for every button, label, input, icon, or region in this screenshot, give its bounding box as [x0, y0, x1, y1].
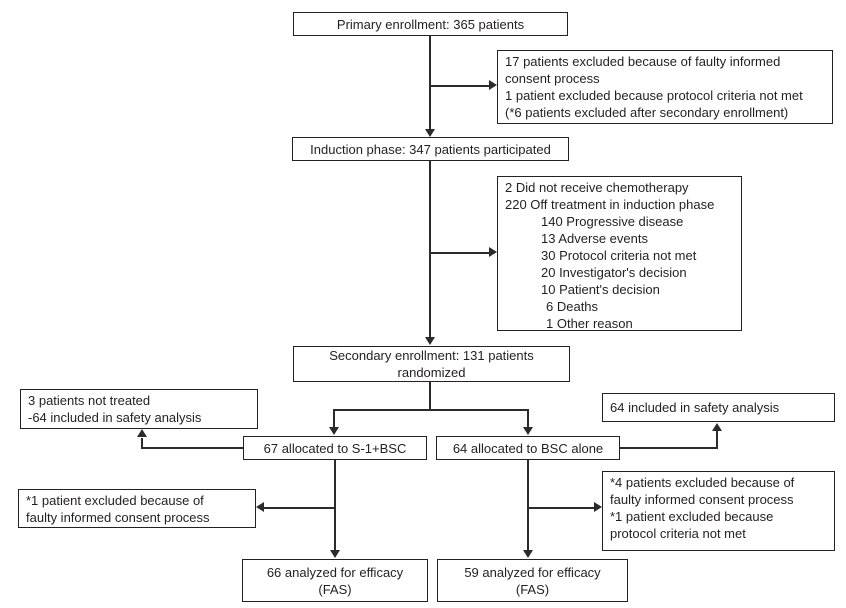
box-induction-exclusions: 2 Did not receive chemotherapy 220 Off t…	[497, 176, 742, 331]
induction-exclusions-line: 20 Investigator's decision	[541, 265, 687, 280]
s1bsc-safety-line: -64 included in safety analysis	[28, 410, 202, 425]
connector-induction-exclusions	[430, 252, 489, 254]
bsc-exclusions-line: *4 patients excluded because of	[610, 475, 795, 490]
box-primary-exclusions: 17 patients excluded because of faulty i…	[497, 50, 833, 124]
secondary-enrollment-line: Secondary enrollment: 131 patients	[329, 348, 534, 363]
arrow-right-icon	[594, 502, 602, 512]
connector-s1bsc-exclusions	[264, 507, 335, 509]
connector-primary-exclusions	[430, 85, 489, 87]
induction-exclusions-line: 6 Deaths	[546, 299, 599, 314]
arrow-down-icon	[329, 427, 339, 435]
box-s1bsc-exclusions: *1 patient excluded because of faulty in…	[18, 489, 256, 528]
connector-s1bsc-to-efficacy	[334, 460, 336, 551]
box-bsc-safety-note: 64 included in safety analysis	[602, 393, 835, 422]
allocation-bsc-text: 64 allocated to BSC alone	[452, 440, 604, 456]
arrow-up-icon	[137, 429, 147, 437]
induction-exclusions-line: 140 Progressive disease	[541, 214, 684, 229]
box-allocation-s1bsc: 67 allocated to S-1+BSC	[243, 436, 427, 460]
connector-randomization-split	[333, 409, 529, 411]
induction-exclusions-line: 2 Did not receive chemotherapy	[505, 180, 689, 195]
induction-exclusions-line: 30 Protocol criteria not met	[541, 248, 697, 263]
induction-exclusions-line: 1 Other reason	[546, 316, 633, 331]
arrow-down-icon	[425, 129, 435, 137]
connector-secondary-stem	[429, 382, 431, 410]
connector-primary-to-induction	[429, 36, 431, 130]
connector-induction-to-secondary	[429, 161, 431, 338]
bsc-efficacy-line: (FAS)	[515, 581, 550, 597]
secondary-enrollment-line: randomized	[397, 365, 466, 380]
box-bsc-efficacy: 59 analyzed for efficacy (FAS)	[437, 559, 628, 602]
s1bsc-safety-line: 3 patients not treated	[28, 393, 151, 408]
arrow-down-icon	[330, 550, 340, 558]
box-induction-phase: Induction phase: 347 patients participat…	[292, 137, 569, 161]
bsc-efficacy-line: 59 analyzed for efficacy	[464, 564, 601, 580]
box-secondary-enrollment: Secondary enrollment: 131 patients rando…	[293, 346, 570, 382]
induction-exclusions-line: 220 Off treatment in induction phase	[505, 197, 715, 212]
bsc-safety-text: 64 included in safety analysis	[610, 400, 780, 415]
allocation-s1bsc-text: 67 allocated to S-1+BSC	[263, 440, 407, 456]
primary-exclusions-line: 17 patients excluded because of faulty i…	[505, 54, 781, 69]
box-s1bsc-safety-note: 3 patients not treated -64 included in s…	[20, 389, 258, 429]
box-primary-enrollment: Primary enrollment: 365 patients	[293, 12, 568, 36]
box-s1bsc-efficacy: 66 analyzed for efficacy (FAS)	[242, 559, 428, 602]
induction-exclusions-line: 13 Adverse events	[541, 231, 648, 246]
s1bsc-exclusions-line: faulty informed consent process	[26, 510, 210, 525]
s1bsc-efficacy-line: 66 analyzed for efficacy	[266, 564, 404, 580]
bsc-exclusions-line: faulty informed consent process	[610, 492, 794, 507]
arrow-up-icon	[712, 423, 722, 431]
primary-exclusions-line: 1 patient excluded because protocol crit…	[505, 88, 803, 103]
connector-to-s1bsc	[333, 409, 335, 428]
primary-exclusions-line: (*6 patients excluded after secondary en…	[505, 105, 789, 120]
arrow-down-icon	[523, 550, 533, 558]
arrow-left-icon	[256, 502, 264, 512]
primary-enrollment-text: Primary enrollment: 365 patients	[336, 16, 525, 32]
primary-exclusions-line: consent process	[505, 71, 600, 86]
s1bsc-exclusions-line: *1 patient excluded because of	[26, 493, 204, 508]
connector-to-bsc	[527, 409, 529, 428]
connector-s1bsc-safety	[141, 447, 243, 449]
s1bsc-efficacy-line: (FAS)	[318, 581, 352, 597]
arrow-right-icon	[489, 80, 497, 90]
arrow-right-icon	[489, 247, 497, 257]
connector-bsc-exclusions	[528, 507, 594, 509]
induction-phase-text: Induction phase: 347 patients participat…	[310, 141, 551, 157]
connector-bsc-safety-riser	[716, 431, 718, 449]
induction-exclusions-line: 10 Patient's decision	[541, 282, 660, 297]
arrow-down-icon	[425, 337, 435, 345]
arrow-down-icon	[523, 427, 533, 435]
connector-bsc-to-efficacy	[527, 460, 529, 551]
bsc-exclusions-line: protocol criteria not met	[610, 526, 746, 541]
box-bsc-exclusions: *4 patients excluded because of faulty i…	[602, 471, 835, 551]
box-allocation-bsc: 64 allocated to BSC alone	[436, 436, 620, 460]
connector-bsc-safety	[620, 447, 717, 449]
bsc-exclusions-line: *1 patient excluded because	[610, 509, 774, 524]
connector-s1bsc-safety-riser	[141, 438, 143, 449]
